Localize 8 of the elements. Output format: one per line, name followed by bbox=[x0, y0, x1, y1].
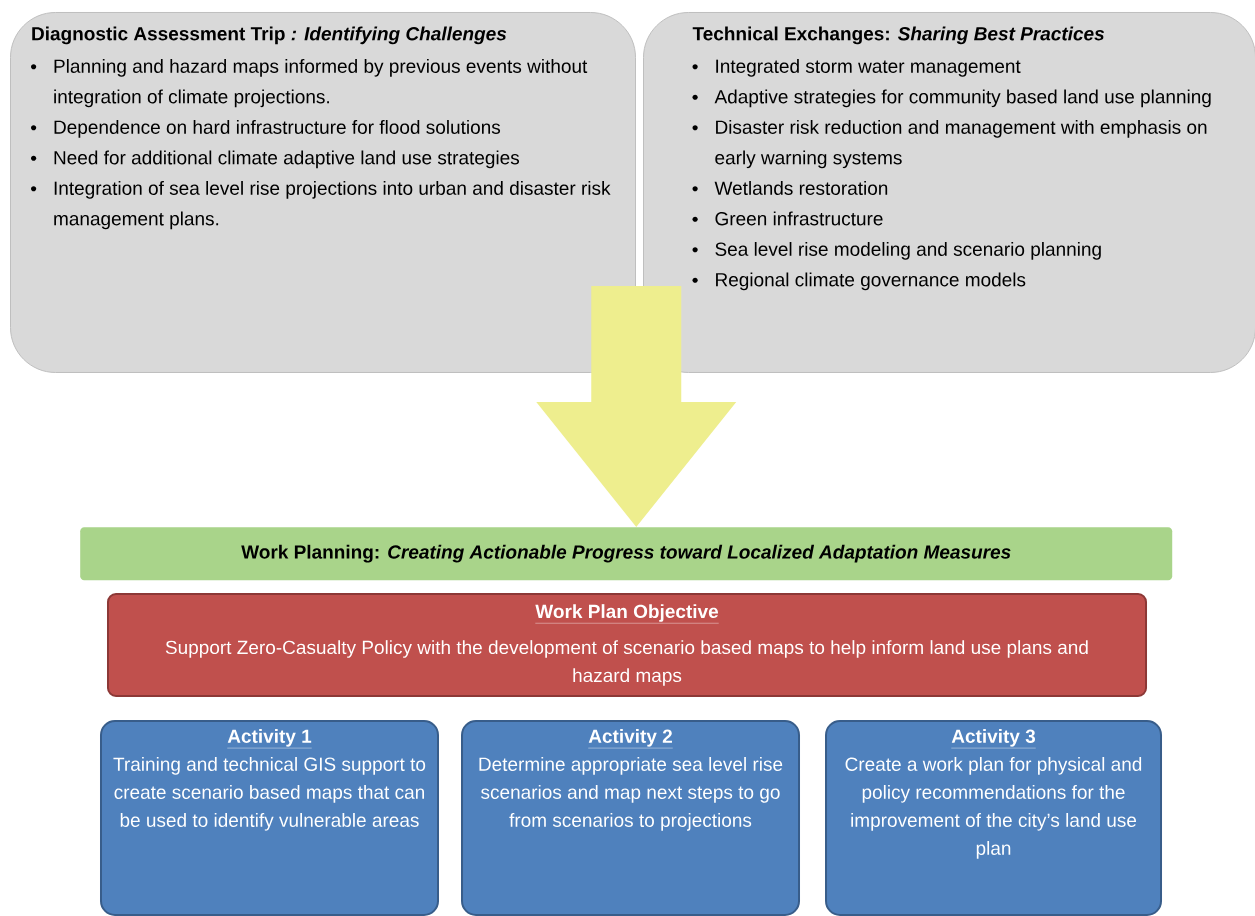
info-card: Diagnostic Assessment Trip : Identifying Challenges Planning and hazard maps informed by previous events without integration of climate projections. Dependence on hard infrastructure for flood solutions Need for additional climate adaptive land use strategies Integration of sea level rise projections into urban and disaster risk management plans. bbox=[10, 12, 636, 373]
activity-box: Activity 1 Training and technical GIS support to create scenario based maps that can be used to identify vulnerable areas bbox=[100, 720, 439, 916]
info-card: Technical Exchanges: Sharing Best Practices Integrated storm water management Adaptive strategies for community based land use planning Disaster risk reduction and management with emphasis on early warning systems Wetlands restoration Green infrastructure Sea level rise modeling and scenario planning Regional climate governance models bbox=[643, 12, 1255, 373]
activity-box: Activity 3 Create a work plan for physical and policy recommendations for the improvement of the city’s land use plan bbox=[825, 720, 1162, 916]
objective-box: Work Plan Objective Support Zero-Casualty Policy with the development of scenario based maps to help inform land use plans and hazard maps bbox=[107, 593, 1147, 697]
activity-box: Activity 2 Determine appropriate sea level rise scenarios and map next steps to go from scenarios to projections bbox=[461, 720, 800, 916]
title-banner: Work Planning: Creating Actionable Progress toward Localized Adaptation Measures bbox=[80, 527, 1173, 581]
block-arrow bbox=[536, 286, 737, 527]
